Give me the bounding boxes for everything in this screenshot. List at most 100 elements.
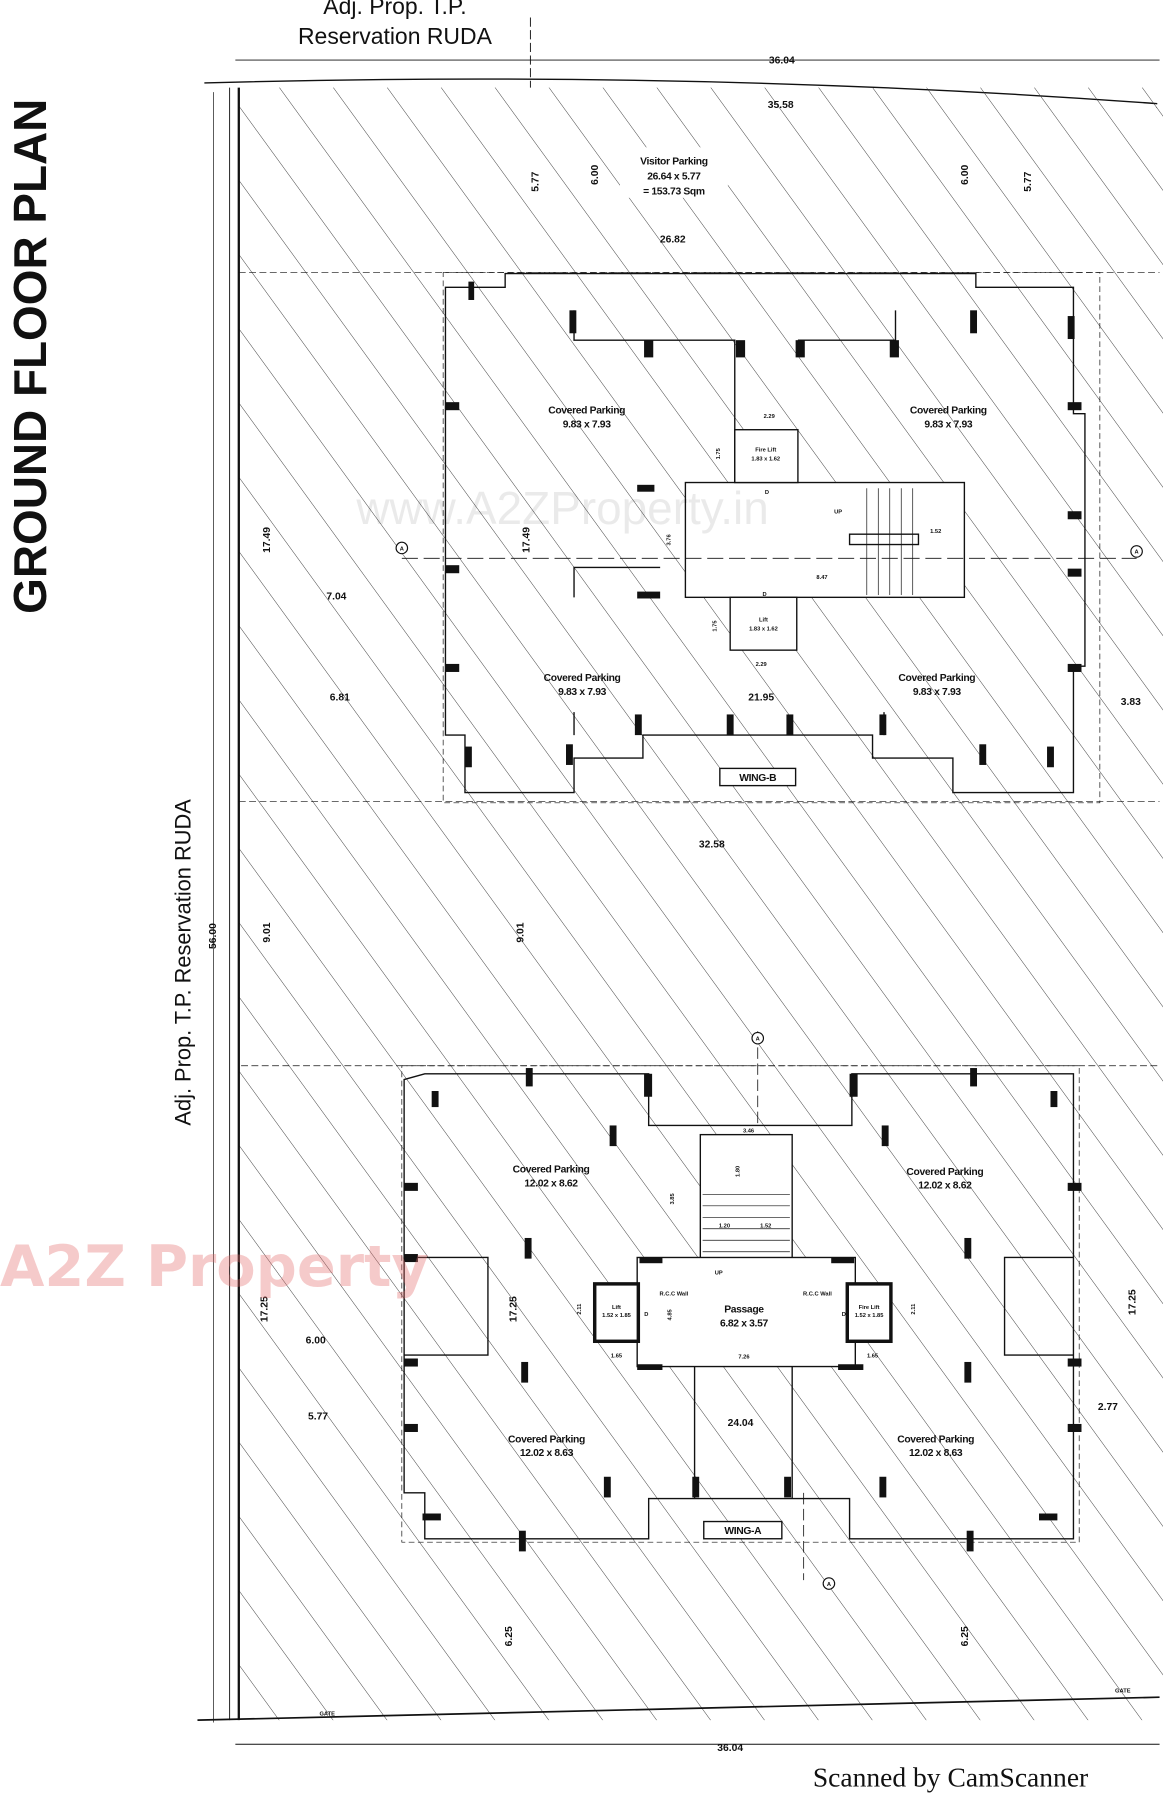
svg-text:26.82: 26.82 [660,235,686,246]
svg-text:A: A [827,1582,831,1588]
wing-b-label: WING-B [739,773,776,784]
svg-text:8.47: 8.47 [816,575,827,581]
wing-a-labels: Covered Parking 12.02 x 8.62 Covered Park… [508,1165,984,1540]
drawing-title: GROUND FLOOR PLAN [4,99,56,614]
svg-text:17.25: 17.25 [509,1296,520,1322]
svg-text:GATE: GATE [319,1712,335,1718]
svg-text:35.58: 35.58 [768,100,794,111]
svg-text:1.65: 1.65 [611,1353,623,1359]
svg-text:6.25: 6.25 [504,1626,515,1646]
svg-text:1.83 x 1.62: 1.83 x 1.62 [749,627,778,633]
svg-text:7.04: 7.04 [326,592,346,603]
svg-text:3.46: 3.46 [743,1128,754,1134]
dimension-labels: 36.04 35.58 5.77 6.00 6.00 5.77 26.82 17… [208,55,1141,1754]
adjacent-top-line2: Reservation RUDA [298,23,493,49]
svg-text:Fire Lift: Fire Lift [859,1305,880,1311]
svg-text:Covered Parking: Covered Parking [548,406,625,417]
svg-text:Covered Parking: Covered Parking [898,673,975,684]
svg-text:5.77: 5.77 [1023,171,1034,191]
svg-text:1.80: 1.80 [735,1166,741,1177]
svg-text:1.52 x 1.85: 1.52 x 1.85 [855,1313,885,1319]
svg-text:9.01: 9.01 [516,922,527,942]
svg-text:12.02 x 8.63: 12.02 x 8.63 [909,1448,963,1459]
svg-text:D: D [644,1312,648,1318]
svg-text:Covered Parking: Covered Parking [906,1167,983,1178]
svg-text:Covered Parking: Covered Parking [513,1165,590,1176]
svg-text:9.83 x 7.93: 9.83 x 7.93 [924,419,972,430]
adjacent-left-label: Adj. Prop. T.P. Reservation RUDA [171,799,196,1126]
watermark-logo: A2Z Property [0,1233,429,1300]
svg-text:D: D [765,490,769,496]
svg-text:UP: UP [715,1271,723,1277]
svg-text:12.02 x 8.62: 12.02 x 8.62 [524,1178,578,1189]
svg-text:12.02 x 8.63: 12.02 x 8.63 [520,1448,574,1459]
svg-text:9.83 x 7.93: 9.83 x 7.93 [558,687,606,698]
svg-text:1.52: 1.52 [760,1224,771,1230]
wing-a-label: WING-A [724,1526,762,1537]
svg-text:3.76: 3.76 [666,534,672,545]
svg-text:1.52 x 1.85: 1.52 x 1.85 [602,1313,632,1319]
site-boundary [197,17,1163,1745]
svg-text:3.83: 3.83 [1121,697,1141,708]
svg-text:Passage: Passage [724,1305,764,1316]
svg-text:= 153.73 Sqm: = 153.73 Sqm [643,186,705,197]
section-markers: A A A A [395,541,1143,1590]
adjacent-top-line1: Adj. Prop. T.P. [323,0,466,19]
svg-text:2.29: 2.29 [756,662,767,668]
svg-text:26.64 x 5.77: 26.64 x 5.77 [647,171,701,182]
svg-text:6.25: 6.25 [960,1626,971,1646]
svg-text:5.77: 5.77 [530,171,541,191]
svg-text:17.49: 17.49 [521,527,532,553]
svg-text:Covered Parking: Covered Parking [897,1434,974,1445]
svg-text:9.01: 9.01 [262,922,273,942]
wing-a [401,1031,1080,1581]
svg-text:R.C.C Wall: R.C.C Wall [803,1291,832,1297]
wing-b-labels: Covered Parking 9.83 x 7.93 Covered Parki… [544,406,987,787]
svg-text:1.20: 1.20 [719,1224,730,1230]
svg-text:7.26: 7.26 [738,1355,749,1361]
svg-text:Lift: Lift [612,1305,621,1311]
svg-text:56.00: 56.00 [208,923,219,949]
svg-text:9.83 x 7.93: 9.83 x 7.93 [563,419,611,430]
svg-text:1.75: 1.75 [712,620,718,632]
svg-text:2.11: 2.11 [577,1303,583,1315]
svg-text:21.95: 21.95 [748,693,774,704]
svg-text:6.82 x 3.57: 6.82 x 3.57 [720,1318,768,1329]
svg-text:1.52: 1.52 [930,529,941,535]
svg-text:1.65: 1.65 [867,1353,879,1359]
svg-text:6.00: 6.00 [590,165,601,185]
svg-text:2.11: 2.11 [911,1303,917,1315]
svg-text:A: A [1135,550,1139,556]
wing-b-columns [445,281,1082,768]
svg-text:Covered Parking: Covered Parking [508,1434,585,1445]
svg-text:6.00: 6.00 [306,1336,326,1347]
svg-text:36.04: 36.04 [717,1743,743,1754]
svg-text:Fire Lift: Fire Lift [755,448,776,454]
svg-text:36.04: 36.04 [769,55,795,66]
svg-text:1.75: 1.75 [716,447,722,459]
svg-text:17.49: 17.49 [262,527,273,553]
svg-text:2.29: 2.29 [764,414,775,420]
svg-text:12.02 x 8.62: 12.02 x 8.62 [918,1181,972,1192]
svg-text:5.77: 5.77 [308,1411,328,1422]
scanner-note: Scanned by CamScanner [813,1762,1088,1793]
svg-text:A: A [400,546,404,552]
svg-text:2.77: 2.77 [1098,1402,1118,1413]
svg-text:Lift: Lift [759,617,768,623]
svg-text:Covered Parking: Covered Parking [910,406,987,417]
svg-text:A: A [756,1036,760,1042]
svg-text:D: D [763,592,767,598]
watermark-url: www.A2ZProperty.in [355,482,768,534]
svg-text:6.81: 6.81 [330,693,350,704]
svg-text:1.83 x 1.62: 1.83 x 1.62 [751,457,780,463]
svg-text:D: D [842,1312,846,1318]
svg-text:17.25: 17.25 [1127,1289,1138,1315]
svg-text:9.83 x 7.93: 9.83 x 7.93 [913,687,961,698]
svg-text:Covered Parking: Covered Parking [544,673,621,684]
gate-labels: GATE GATE [319,1689,1130,1718]
svg-text:6.00: 6.00 [960,165,971,185]
wing-b [401,272,1137,804]
svg-text:UP: UP [834,510,842,516]
